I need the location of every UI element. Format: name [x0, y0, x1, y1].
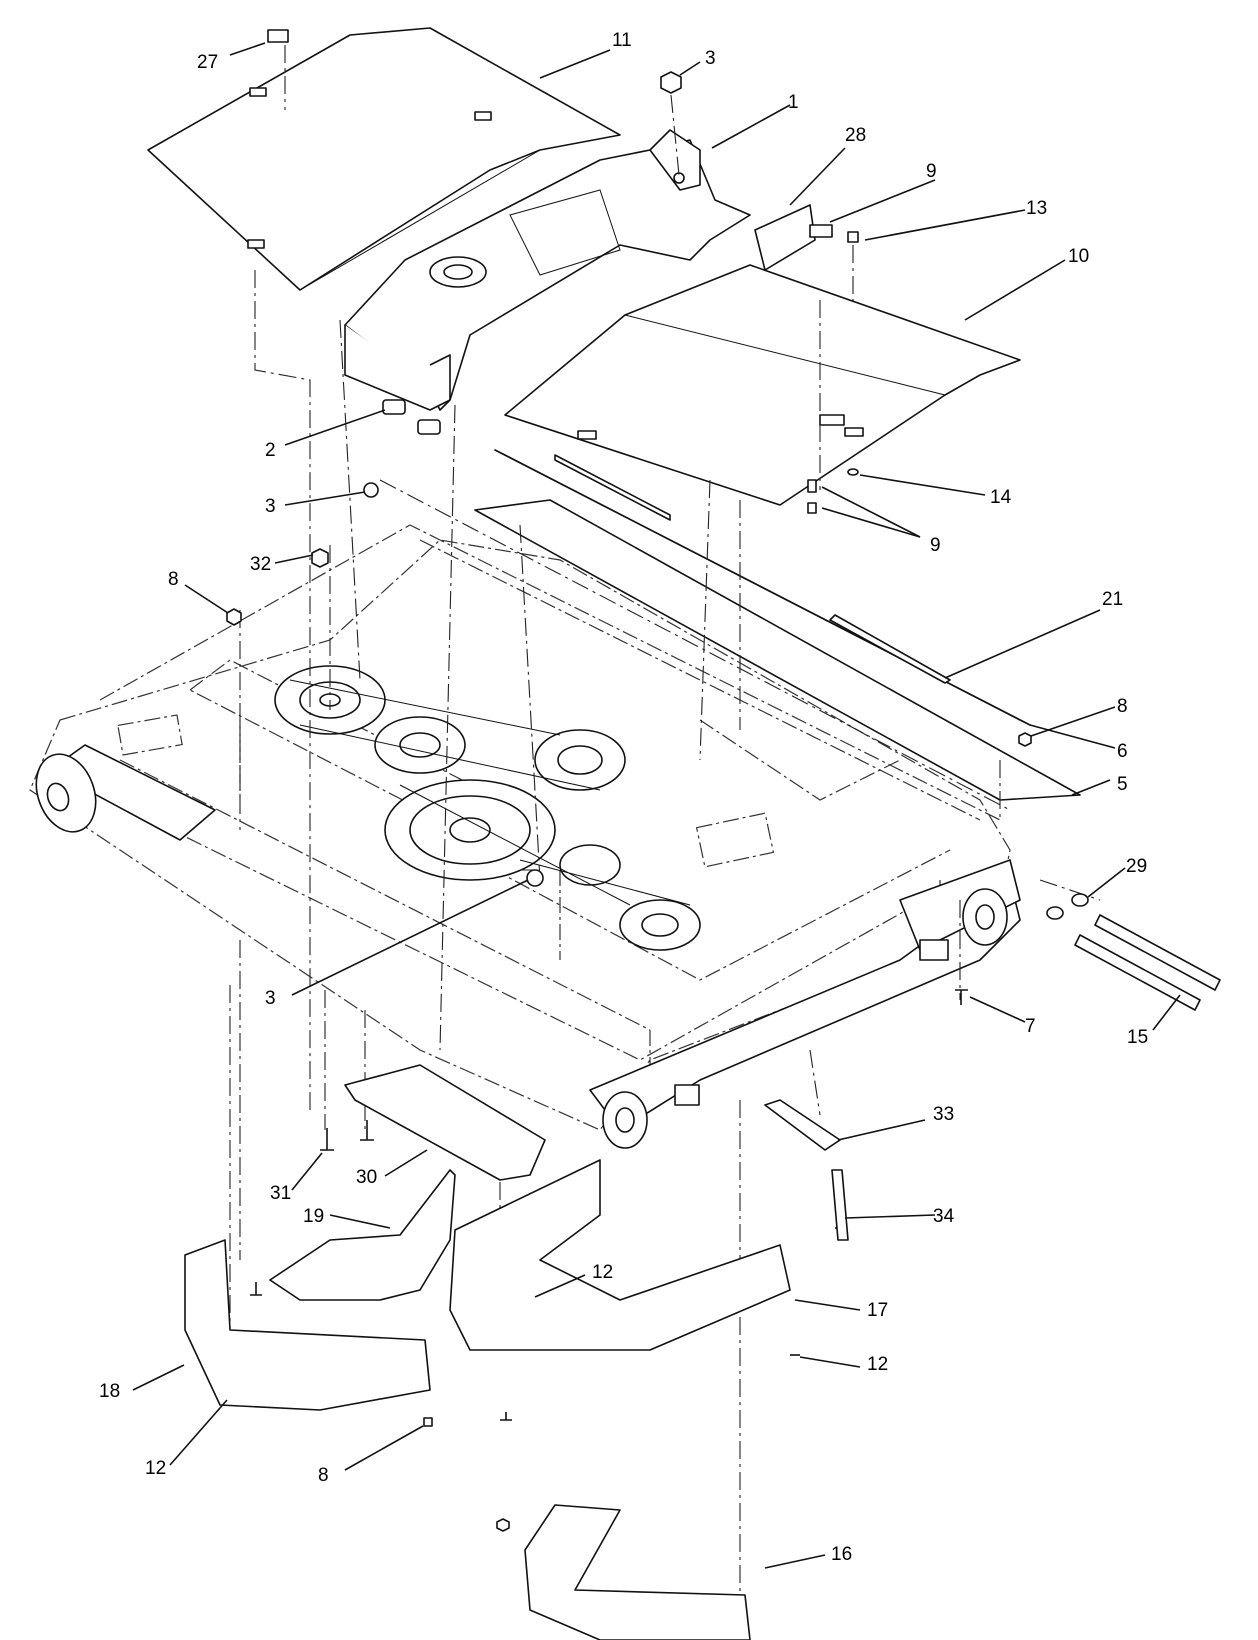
callout-1: 1	[788, 92, 799, 113]
pulley-guard	[269, 1169, 456, 1301]
callout-9: 9	[930, 535, 941, 556]
washer	[847, 468, 859, 476]
callout-8: 8	[168, 569, 179, 590]
callout-31: 31	[270, 1183, 291, 1204]
right-side-rail	[589, 859, 1021, 1149]
callout-33: 33	[933, 1104, 954, 1125]
center-mount-bracket	[344, 129, 751, 411]
callout-7: 7	[1025, 1016, 1036, 1037]
alignment-lines	[229, 45, 1101, 1600]
callout-30: 30	[356, 1167, 377, 1188]
callout-12: 12	[592, 1262, 613, 1283]
callout-3: 3	[265, 988, 276, 1009]
callout-17: 17	[867, 1300, 888, 1321]
right-belt-cover	[504, 264, 1021, 506]
callout-6: 6	[1117, 741, 1128, 762]
callout-labels: 27 11 3 1 28 9 13 10 2 3 14 9 32 8 21 8 …	[99, 30, 1148, 1565]
stud-bolts	[382, 399, 441, 435]
hardware	[226, 482, 1221, 1626]
callout-13: 13	[1026, 198, 1047, 219]
callout-12: 12	[145, 1458, 166, 1479]
rubber-bumper-tab	[267, 29, 289, 43]
callout-12: 12	[867, 1354, 888, 1375]
callout-18: 18	[99, 1381, 120, 1402]
callout-15: 15	[1127, 1027, 1148, 1048]
callout-3: 3	[705, 48, 716, 69]
callout-28: 28	[845, 125, 866, 146]
left-roller	[35, 744, 216, 841]
flange-nut-top	[660, 71, 682, 94]
callout-5: 5	[1117, 774, 1128, 795]
left-belt-cover	[147, 27, 621, 291]
callout-29: 29	[1126, 856, 1147, 877]
callout-10: 10	[1068, 246, 1089, 267]
callout-16: 16	[831, 1544, 852, 1565]
left-deflector-shield	[184, 1239, 431, 1411]
callout-34: 34	[933, 1206, 955, 1227]
spindle-pulleys	[274, 665, 701, 951]
callout-8: 8	[318, 1465, 329, 1486]
callout-3: 3	[265, 496, 276, 517]
callout-21: 21	[1102, 589, 1123, 610]
callout-27: 27	[197, 52, 218, 73]
spacers	[807, 479, 817, 514]
deflector-bracket	[344, 1064, 546, 1181]
callout-2: 2	[265, 440, 276, 461]
leader-lines	[132, 42, 1181, 1569]
callout-8: 8	[1117, 696, 1128, 717]
callout-32: 32	[250, 554, 271, 575]
belt-guide-strips	[474, 449, 1081, 801]
callout-14: 14	[990, 487, 1012, 508]
long-bolt	[831, 1169, 849, 1241]
callout-11: 11	[612, 30, 632, 51]
bumper-tab-top	[809, 224, 833, 238]
callout-9: 9	[926, 161, 937, 182]
strap-plate	[764, 1099, 841, 1151]
front-deflector-shield	[524, 1504, 751, 1640]
mount-plate	[754, 204, 816, 271]
callout-19: 19	[303, 1206, 324, 1227]
right-deflector-shield	[449, 1159, 791, 1351]
